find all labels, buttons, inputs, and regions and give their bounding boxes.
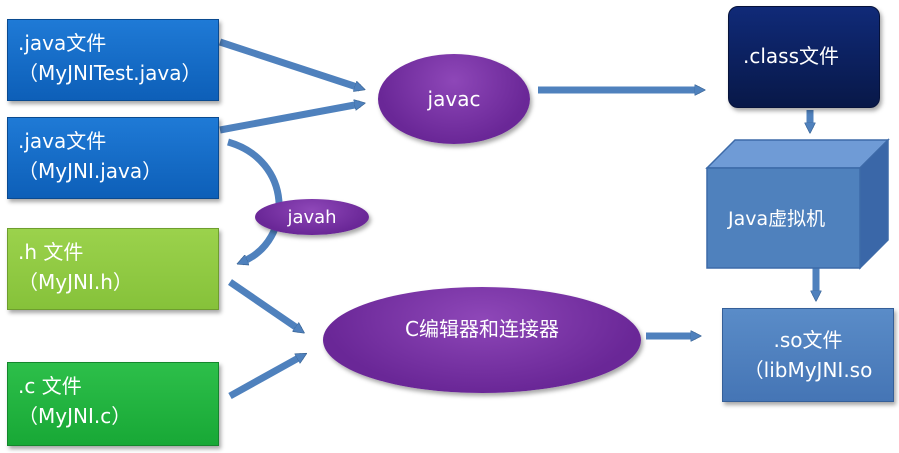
jvm-cube bbox=[705, 138, 890, 270]
c-file-name: （MyJNI.c） bbox=[18, 404, 132, 428]
so-file-type: .so文件 bbox=[773, 328, 843, 352]
javac-label: javac bbox=[427, 87, 481, 111]
java-jni-file-box: .java文件 （MyJNI.java） bbox=[7, 117, 219, 199]
so-file-box: .so文件 （libMyJNI.so bbox=[722, 308, 894, 402]
h-file-box: .h 文件 （MyJNI.h） bbox=[7, 228, 219, 310]
arrow-javah-curve bbox=[226, 138, 283, 262]
java-test-file-box: .java文件 （MyJNITest.java） bbox=[7, 19, 219, 101]
c-compiler-label: C编辑器和连接器 bbox=[405, 316, 559, 341]
c-file-box: .c 文件 （MyJNI.c） bbox=[7, 362, 219, 446]
arrow-h-to-compiler bbox=[228, 279, 300, 330]
h-file-type: .h 文件 bbox=[18, 240, 84, 264]
class-file-label: .class文件 bbox=[743, 44, 840, 68]
javah-label: javah bbox=[287, 206, 337, 228]
java-test-file-name: （MyJNITest.java） bbox=[18, 61, 202, 85]
jvm-label: Java虚拟机 bbox=[728, 208, 826, 230]
c-compiler-ellipse: C编辑器和连接器 bbox=[323, 287, 641, 393]
arrow-java2-to-javac bbox=[219, 104, 360, 134]
h-file-name: （MyJNI.h） bbox=[18, 270, 133, 294]
javac-ellipse: javac bbox=[378, 54, 530, 144]
arrow-java1-to-javac bbox=[218, 38, 360, 88]
java-jni-file-name: （MyJNI.java） bbox=[18, 159, 163, 183]
so-file-name: （libMyJNI.so bbox=[743, 358, 873, 382]
java-test-file-type: .java文件 bbox=[18, 31, 107, 55]
arrow-c-to-compiler bbox=[228, 356, 302, 400]
javah-ellipse: javah bbox=[255, 199, 369, 235]
java-jni-file-type: .java文件 bbox=[18, 129, 107, 153]
c-file-type: .c 文件 bbox=[18, 374, 82, 398]
class-file-box: .class文件 bbox=[728, 6, 880, 108]
